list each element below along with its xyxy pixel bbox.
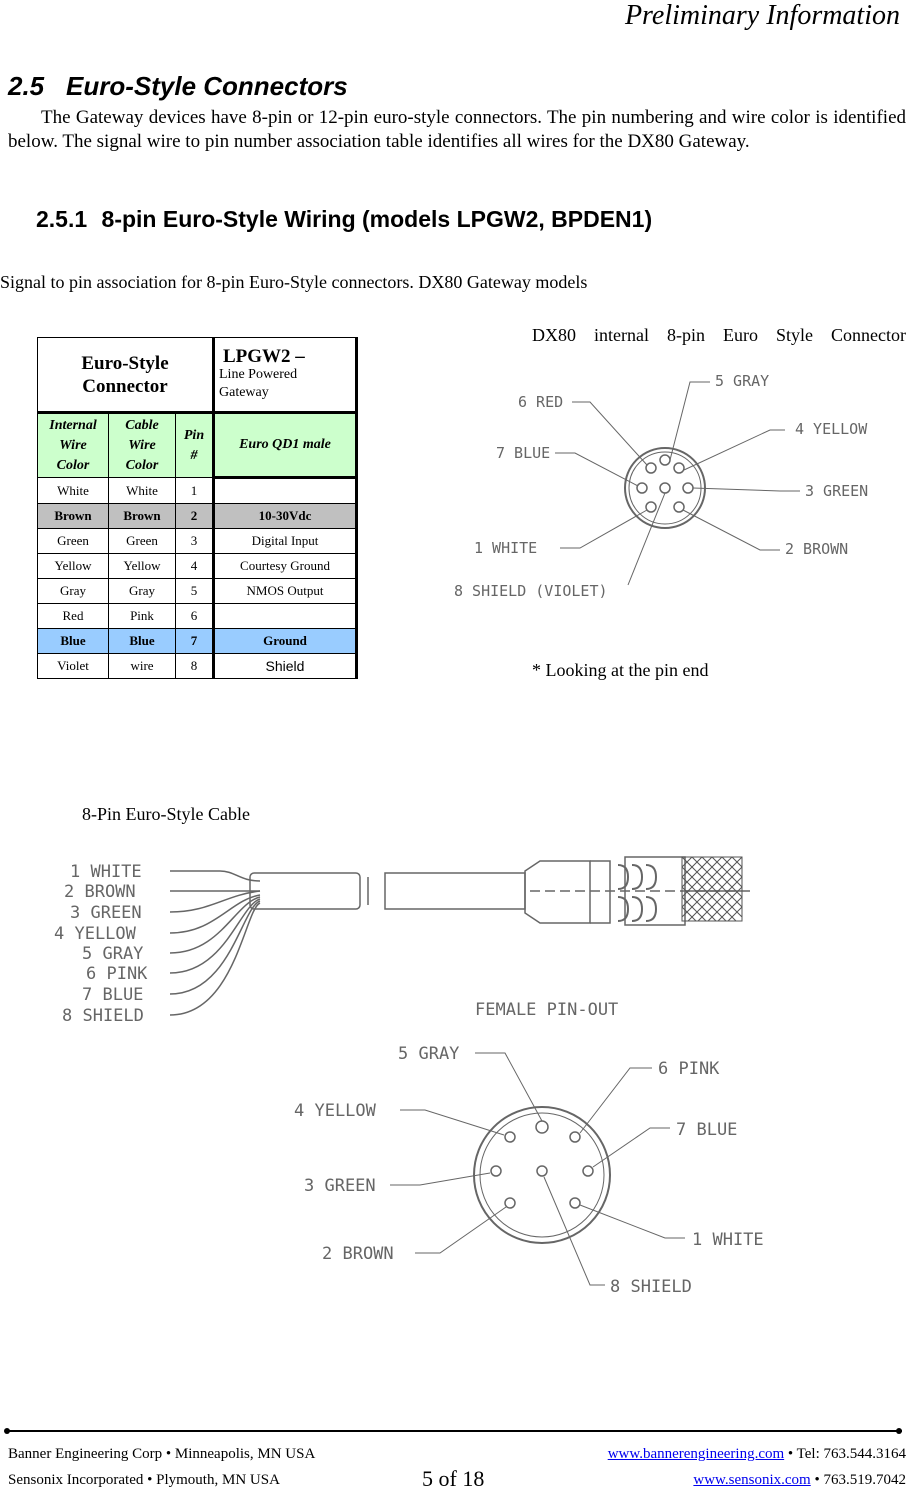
female-label-3: 3 GREEN xyxy=(304,1176,376,1196)
male-label-8: 8 SHIELD (VIOLET) xyxy=(454,582,608,600)
footer-rule xyxy=(6,1430,902,1432)
col-cable: Cable Wire Color xyxy=(108,411,176,478)
subsection-number: 2.5.1 xyxy=(36,206,88,232)
male-label-5: 5 GRAY xyxy=(715,372,769,390)
cable-wire-label: 3 GREEN xyxy=(70,903,142,923)
female-connector-diagram: FEMALE PIN-OUT 5 GRAY 6 PINK 4 YELLOW 7 … xyxy=(294,1000,764,1297)
sensonix-tel: • 763.519.7042 xyxy=(810,1472,906,1488)
section-number: 2.5 xyxy=(8,71,45,101)
section-title: Euro-Style Connectors xyxy=(66,71,348,101)
col-qd: Euro QD1 male xyxy=(213,411,358,479)
banner-tel: • Tel: 763.544.3164 xyxy=(784,1446,906,1462)
female-label-1: 1 WHITE xyxy=(692,1230,764,1250)
footer-rule-dot-right xyxy=(896,1428,902,1434)
male-label-6: 6 RED xyxy=(518,393,563,411)
intro-text: The Gateway devices have 8-pin or 12-pin… xyxy=(8,107,906,152)
cable-wire-label: 7 BLUE xyxy=(82,985,143,1005)
cable-wire-label: 5 GRAY xyxy=(82,944,143,964)
subsection-heading: 2.5.1 8-pin Euro-Style Wiring (models LP… xyxy=(36,206,652,233)
section-heading: 2.5 Euro-Style Connectors xyxy=(8,71,348,102)
female-label-7: 7 BLUE xyxy=(676,1120,737,1140)
cable-wire-label: 1 WHITE xyxy=(70,862,142,882)
model-header: LPGW2 –Line Powered Gateway xyxy=(213,337,358,413)
cable-wire-label: 4 YELLOW xyxy=(54,924,137,944)
cable-wire-label: 6 PINK xyxy=(86,964,148,984)
female-label-5: 5 GRAY xyxy=(398,1044,459,1064)
connector-header: Euro-Style Connector xyxy=(37,337,215,413)
cable-wire-label: 2 BROWN xyxy=(64,882,136,902)
sensonix-link[interactable]: www.sensonix.com xyxy=(693,1472,811,1488)
male-label-4: 4 YELLOW xyxy=(795,420,868,438)
signal-caption: Signal to pin association for 8-pin Euro… xyxy=(0,272,588,292)
pin-table: Euro-Style Connector LPGW2 –Line Powered… xyxy=(37,337,358,679)
cable-caption: 8-Pin Euro-Style Cable xyxy=(82,804,250,824)
male-label-1: 1 WHITE xyxy=(474,539,537,557)
cable-diagram: 1 WHITE 2 BROWN 3 GREEN 4 YELLOW 5 GRAY … xyxy=(54,856,750,1026)
page-number: 5 of 18 xyxy=(422,1466,485,1491)
male-label-7: 7 BLUE xyxy=(496,444,550,462)
female-label-6: 6 PINK xyxy=(658,1059,720,1079)
female-label-4: 4 YELLOW xyxy=(294,1101,377,1121)
footer-right-2: www.sensonix.com • 763.519.7042 xyxy=(693,1472,906,1489)
col-internal: Internal Wire Color xyxy=(37,411,109,478)
male-connector-diagram: 5 GRAY 6 RED 4 YELLOW 7 BLUE 3 GREEN 1 W… xyxy=(454,372,868,600)
cable-wire-label: 8 SHIELD xyxy=(62,1006,144,1026)
footer-right-1: www.bannerengineering.com • Tel: 763.544… xyxy=(608,1446,906,1463)
female-label-8: 8 SHIELD xyxy=(610,1277,692,1297)
looking-note: * Looking at the pin end xyxy=(532,660,709,680)
footer-rule-dot-left xyxy=(4,1428,10,1434)
subsection-title: 8-pin Euro-Style Wiring (models LPGW2, B… xyxy=(101,206,653,232)
female-label-2: 2 BROWN xyxy=(322,1244,394,1264)
female-title: FEMALE PIN-OUT xyxy=(475,1000,618,1020)
male-label-3: 3 GREEN xyxy=(805,482,868,500)
footer-left-2: Sensonix Incorporated • Plymouth, MN USA xyxy=(8,1472,280,1488)
preliminary-header: Preliminary Information xyxy=(624,0,900,31)
col-pin: Pin # xyxy=(175,411,215,478)
banner-link[interactable]: www.bannerengineering.com xyxy=(607,1446,785,1462)
section-intro: The Gateway devices have 8-pin or 12-pin… xyxy=(8,106,906,154)
male-label-2: 2 BROWN xyxy=(785,540,848,558)
column-header-row: Internal Wire Color Cable Wire Color Pin… xyxy=(37,411,358,479)
footer-left-1: Banner Engineering Corp • Minneapolis, M… xyxy=(8,1446,316,1462)
